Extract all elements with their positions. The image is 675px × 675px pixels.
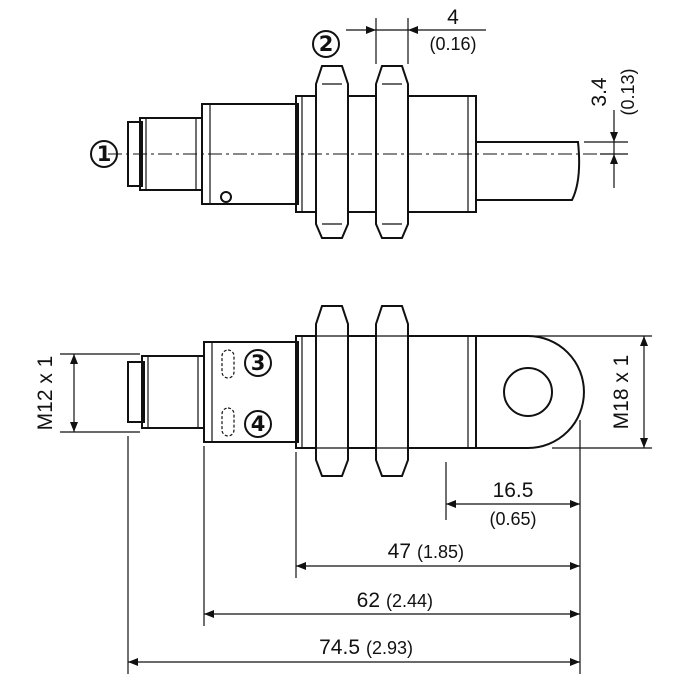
label-2: 2 — [319, 32, 334, 56]
dim-74-5-value: 74.5 — [319, 636, 360, 659]
bracket-hole — [503, 367, 553, 417]
bracket-side — [476, 141, 581, 201]
dim-nut-width-value: 4 — [447, 6, 459, 29]
label-3: 3 — [251, 351, 266, 375]
label-4-circle — [244, 410, 272, 438]
mounting-bracket — [476, 335, 585, 449]
dim-16-5-imperial: (0.65) — [489, 509, 536, 529]
bottom-view: 3 4 M12 x 1 M18 x 1 — [34, 305, 652, 674]
housing-hole — [220, 191, 232, 203]
nut-left-front — [315, 305, 349, 477]
label-2-circle — [312, 30, 340, 58]
dim-74-5-imperial: (2.93) — [366, 638, 413, 658]
label-1-circle — [90, 140, 118, 168]
led-window-3 — [221, 349, 235, 379]
top-view: 1 2 4 (0.16) 3.4 (0.13) — [90, 6, 638, 239]
label-4: 4 — [251, 412, 266, 436]
dim-offset-value: 3.4 — [588, 77, 611, 107]
nut-right — [375, 65, 409, 239]
dim-62-imperial: (2.44) — [386, 591, 433, 611]
label-1: 1 — [97, 142, 112, 166]
dim-thread-small: M12 x 1 — [34, 356, 57, 431]
label-3-circle — [244, 349, 272, 377]
connector-tip-front — [127, 361, 145, 423]
dim-47-value: 47 — [388, 540, 411, 563]
dim-thread-large: M18 x 1 — [610, 355, 633, 430]
dim-47-imperial: (1.85) — [417, 542, 464, 562]
nut-left — [315, 65, 349, 239]
dim-62-value: 62 — [357, 589, 380, 612]
connector-thread-front — [141, 355, 205, 429]
housing-body-front — [203, 341, 299, 443]
dim-offset-imperial: (0.13) — [618, 68, 638, 115]
dim-nut-width-imperial: (0.16) — [429, 34, 476, 54]
led-window-4 — [221, 407, 235, 437]
nut-right-front — [375, 305, 409, 477]
dim-16-5-value: 16.5 — [493, 479, 534, 502]
